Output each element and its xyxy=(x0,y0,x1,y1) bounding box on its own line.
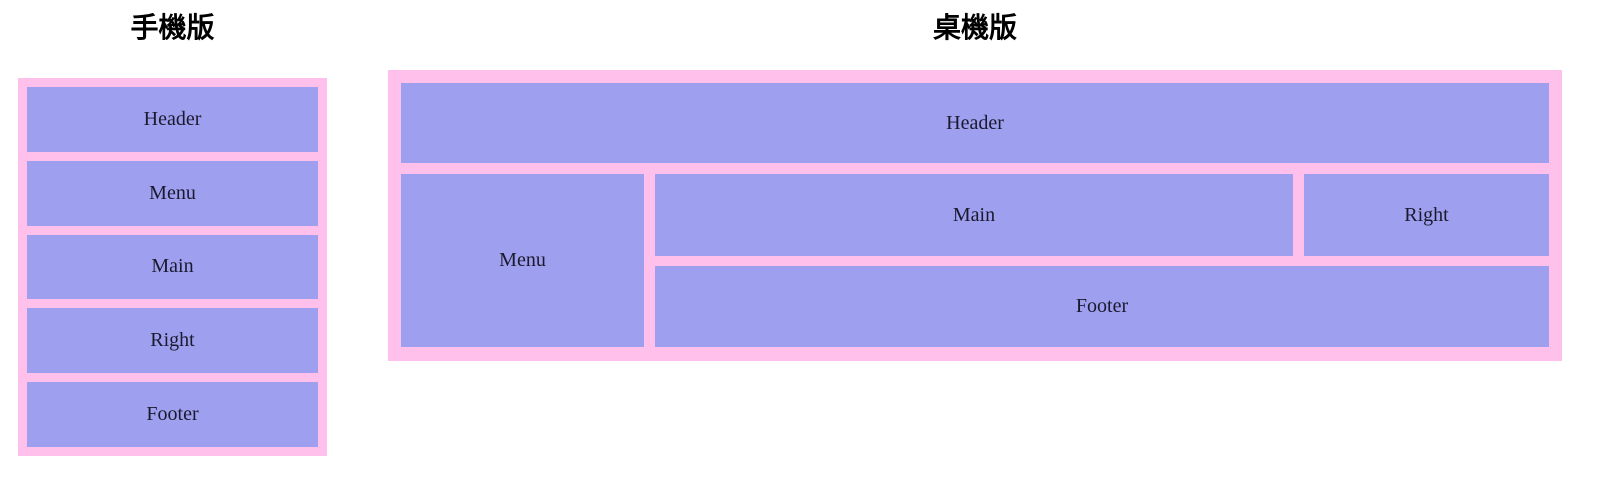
mobile-section-title: 手機版 xyxy=(130,12,215,43)
mobile-panel-main: Main xyxy=(27,234,318,300)
desktop-layout-wireframe: Header Menu Main Right Footer xyxy=(388,70,1562,361)
mobile-panel-menu: Menu xyxy=(27,160,318,226)
mobile-panel-header: Header xyxy=(27,87,318,152)
desktop-panel-main: Main xyxy=(655,174,1293,256)
mobile-layout-wireframe: Header Menu Main Right Footer xyxy=(18,78,327,456)
desktop-panel-footer: Footer xyxy=(655,266,1549,347)
mobile-panel-right: Right xyxy=(27,308,318,374)
desktop-section-title: 桌機版 xyxy=(932,12,1017,43)
desktop-panel-header: Header xyxy=(401,83,1549,163)
desktop-panel-right: Right xyxy=(1304,174,1549,256)
desktop-panel-menu: Menu xyxy=(401,174,644,347)
mobile-panel-footer: Footer xyxy=(27,382,318,447)
